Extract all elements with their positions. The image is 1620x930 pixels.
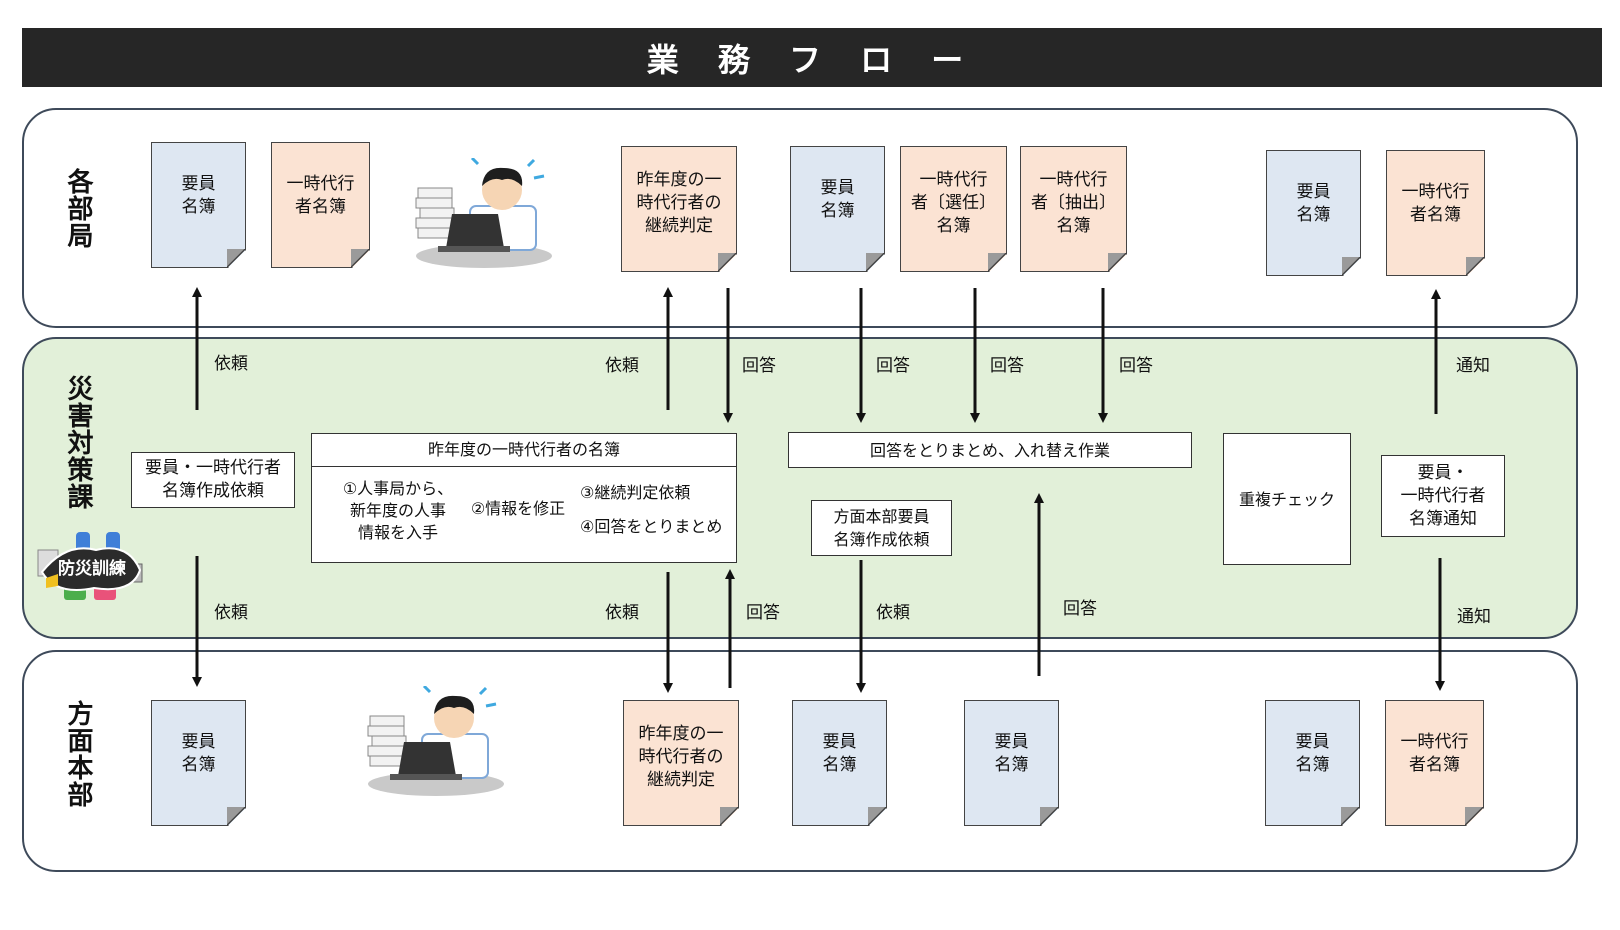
doc-label: 要員 名簿 — [820, 178, 855, 221]
doc-label: 昨年度の一 時代行者の 継続判定 — [638, 724, 724, 790]
box-duplicate-check: 重複チェック — [1223, 433, 1351, 565]
label-notify-down: 通知 — [1457, 607, 1491, 627]
box-roster-creation-request: 要員・一時代行者 名簿作成依頼 — [131, 452, 295, 508]
label-request-up-2: 依頼 — [605, 356, 639, 376]
step-4: ④回答をとりまとめ — [580, 517, 723, 536]
doc-label: 要員 名簿 — [181, 732, 216, 775]
doc-dept-temp-roster: 一時代行 者名簿 — [271, 142, 370, 268]
doc-label: 要員 名簿 — [181, 174, 216, 217]
doc-dept-staff-roster-3: 要員 名簿 — [1266, 150, 1361, 276]
label-notify-up: 通知 — [1456, 356, 1490, 376]
doc-label: 要員 名簿 — [822, 732, 857, 775]
step-3: ③継続判定依頼 — [580, 483, 691, 502]
doc-label: 一時代行 者名簿 — [286, 174, 355, 217]
doc-label: 一時代行 者名簿 — [1400, 732, 1469, 775]
box-last-year-temp-roster: 昨年度の一時代行者の名簿 ①人事局から、 新年度の人事 情報を入手 ②情報を修正… — [311, 433, 737, 563]
busy-worker-top-icon — [415, 158, 552, 268]
doc-area-staff-roster-2: 要員 名簿 — [792, 700, 887, 826]
last-year-roster-header: 昨年度の一時代行者の名簿 — [312, 434, 736, 467]
label-request-down-2: 依頼 — [605, 603, 639, 623]
doc-label: 一時代行 者名簿 — [1401, 182, 1470, 225]
label-answer-down-2: 回答 — [876, 356, 910, 376]
doc-dept-staff-roster: 要員 名簿 — [151, 142, 246, 268]
label-answer-down-3: 回答 — [990, 356, 1024, 376]
doc-area-continuation-judgment: 昨年度の一 時代行者の 継続判定 — [623, 700, 739, 826]
doc-label: 一時代行 者〔抽出〕 名簿 — [1031, 170, 1116, 236]
doc-dept-continuation-judgment: 昨年度の一 時代行者の 継続判定 — [621, 146, 737, 272]
badge-text: 防災訓練 — [58, 558, 126, 579]
label-answer-up-1: 回答 — [746, 603, 780, 623]
box-area-roster-request: 方面本部要員 名簿作成依頼 — [811, 500, 952, 556]
lane-label-departments: 各部局 — [63, 168, 93, 249]
doc-dept-temp-selected-roster: 一時代行 者〔選任〕 名簿 — [900, 146, 1007, 272]
step-2: ②情報を修正 — [470, 499, 566, 518]
doc-dept-staff-roster-2: 要員 名簿 — [790, 146, 885, 272]
doc-label: 要員 名簿 — [994, 732, 1029, 775]
label-answer-down-4: 回答 — [1119, 356, 1153, 376]
doc-area-staff-roster: 要員 名簿 — [151, 700, 246, 826]
label-answer-up-2: 回答 — [1063, 599, 1097, 619]
doc-dept-temp-extracted-roster: 一時代行 者〔抽出〕 名簿 — [1020, 146, 1127, 272]
box-roster-notification: 要員・ 一時代行者 名簿通知 — [1381, 455, 1505, 537]
box-compile-and-replace: 回答をとりまとめ、入れ替え作業 — [788, 432, 1192, 468]
disaster-drill-badge-icon: 防災訓練 — [37, 532, 143, 600]
label-request-down-3: 依頼 — [876, 603, 910, 623]
doc-label: 要員 名簿 — [1296, 182, 1331, 225]
label-answer-down-1: 回答 — [742, 356, 776, 376]
doc-area-staff-roster-4: 要員 名簿 — [1265, 700, 1360, 826]
doc-label: 昨年度の一 時代行者の 継続判定 — [636, 170, 722, 236]
label-request-down-1: 依頼 — [214, 603, 248, 623]
lane-label-area-hq: 方面本部 — [63, 700, 93, 808]
label-request-up-1: 依頼 — [214, 354, 248, 374]
lane-label-disaster-division: 災害対策課 — [63, 375, 93, 510]
doc-label: 要員 名簿 — [1295, 732, 1330, 775]
page-title: 業 務 フ ロ ー — [22, 28, 1602, 87]
doc-dept-temp-roster-3: 一時代行 者名簿 — [1386, 150, 1485, 276]
step-1: ①人事局から、 新年度の人事 情報を入手 — [342, 479, 454, 542]
doc-area-staff-roster-3: 要員 名簿 — [964, 700, 1059, 826]
busy-worker-bottom-icon — [367, 686, 504, 796]
doc-label: 一時代行 者〔選任〕 名簿 — [911, 170, 996, 236]
doc-area-temp-roster-4: 一時代行 者名簿 — [1385, 700, 1484, 826]
